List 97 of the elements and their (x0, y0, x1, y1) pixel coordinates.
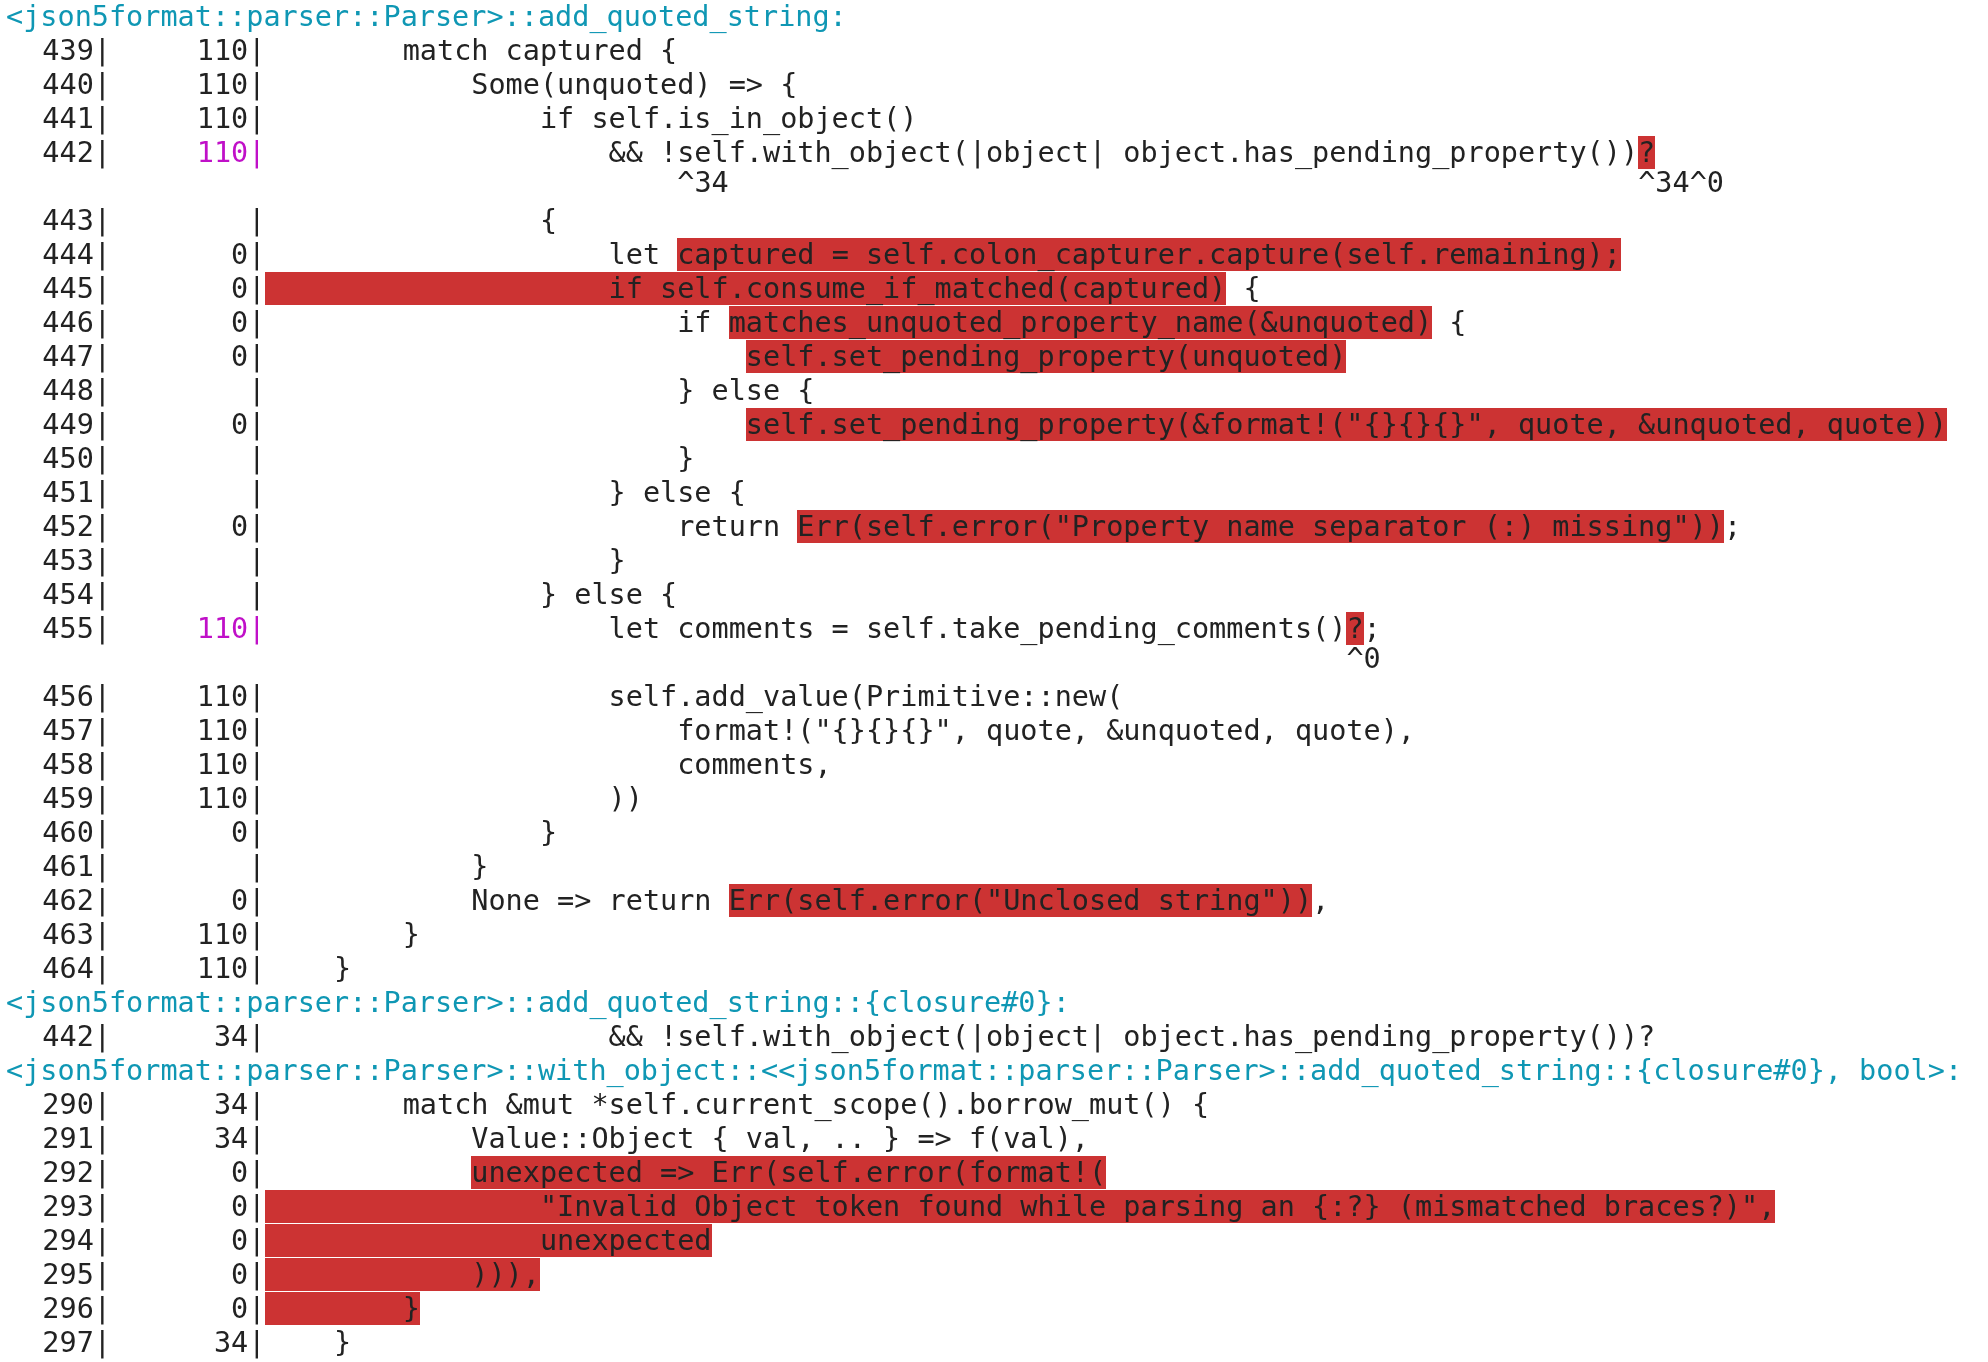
execution-count: 110| (196, 918, 266, 952)
code-line: match &mut *self.current_scope().borrow_mut() { (401, 1088, 1210, 1122)
execution-count: 0| (231, 816, 266, 850)
count-separator: | (248, 204, 266, 238)
code-line: match captured { (401, 34, 678, 68)
execution-count: 110| (196, 102, 266, 136)
count-separator: | (248, 476, 266, 510)
line-number: 441| (42, 102, 111, 136)
line-number: 461| (42, 850, 111, 884)
line-number: 464| (42, 952, 111, 986)
line-number: 293| (42, 1190, 111, 1224)
line-number: 295| (42, 1258, 111, 1292)
execution-count: 0| (231, 510, 266, 544)
code-line: if matches_unquoted_property_name(&unquoted) { (676, 306, 1467, 340)
line-number: 451| (42, 476, 111, 510)
code-line: } (333, 1326, 352, 1360)
line-number: 454| (42, 578, 111, 612)
code-line: format!("{}{}{}", quote, &unquoted, quote), (676, 714, 1415, 748)
line-number: 450| (42, 442, 111, 476)
line-number: 449| (42, 408, 111, 442)
execution-count: 0| (231, 238, 266, 272)
execution-count: 0| (231, 408, 266, 442)
count-separator: | (248, 850, 266, 884)
count-separator: | (248, 544, 266, 578)
line-number: 458| (42, 748, 111, 782)
code-line: self.add_value(Primitive::new( (607, 680, 1124, 714)
line-number: 292| (42, 1156, 111, 1190)
execution-count: 34| (213, 1088, 266, 1122)
code-line: } else { (538, 578, 678, 612)
code-line: Value::Object { val, .. } => f(val), (470, 1122, 1089, 1156)
line-number: 463| (42, 918, 111, 952)
line-number: 459| (42, 782, 111, 816)
execution-count: 34| (213, 1326, 266, 1360)
line-number: 447| (42, 340, 111, 374)
code-line: } else { (607, 476, 746, 510)
execution-count: 110| (196, 782, 266, 816)
execution-count: 0| (231, 1258, 266, 1292)
line-number: 440| (42, 68, 111, 102)
code-line: Some(unquoted) => { (470, 68, 798, 102)
line-number: 452| (42, 510, 111, 544)
function-header: <json5format::parser::Parser>::add_quoted_string::{closure#0}: (6, 986, 1070, 1020)
code-line: { (538, 204, 558, 238)
code-line: let captured = self.colon_capturer.capture(self.remaining); (607, 238, 1621, 272)
line-number: 294| (42, 1224, 111, 1258)
execution-count: 110| (196, 34, 266, 68)
code-line: } (607, 544, 626, 578)
line-number: 442| (42, 1020, 111, 1054)
execution-count: 110| (196, 136, 266, 170)
execution-count: 0| (231, 884, 266, 918)
line-number: 290| (42, 1088, 111, 1122)
line-number: 439| (42, 34, 111, 68)
code-line: } (401, 918, 420, 952)
line-number: 453| (42, 544, 111, 578)
execution-count: 110| (196, 68, 266, 102)
execution-count: 0| (231, 1190, 266, 1224)
code-line: if self.is_in_object() (538, 102, 918, 136)
count-separator: | (248, 442, 266, 476)
execution-count: 34| (213, 1122, 266, 1156)
line-number: 457| (42, 714, 111, 748)
code-line: } (333, 952, 352, 986)
execution-count: 34| (213, 1020, 266, 1054)
code-line: } (538, 816, 558, 850)
line-number: 291| (42, 1122, 111, 1156)
line-number: 462| (42, 884, 111, 918)
code-line: } (676, 442, 695, 476)
line-number: 443| (42, 204, 111, 238)
execution-count: 0| (231, 272, 266, 306)
count-separator: | (248, 374, 266, 408)
execution-count: 0| (231, 1224, 266, 1258)
line-number: 444| (42, 238, 111, 272)
function-header: <json5format::parser::Parser>::with_object::<<json5format::parser::Parser>::add_quoted_string::{closure#0}, bool>: (6, 1054, 1963, 1088)
execution-count: 110| (196, 680, 266, 714)
code-line: } else { (676, 374, 815, 408)
execution-count: 110| (196, 612, 266, 646)
execution-count: 110| (196, 714, 266, 748)
count-separator: | (248, 578, 266, 612)
line-number: 296| (42, 1292, 111, 1326)
code-line: } (470, 850, 489, 884)
code-line: && !self.with_object(|object| object.has_pending_property())? (607, 1020, 1656, 1054)
line-number: 460| (42, 816, 111, 850)
code-line: )) (607, 782, 643, 816)
line-number: 442| (42, 136, 111, 170)
execution-count: 0| (231, 306, 266, 340)
line-number: 297| (42, 1326, 111, 1360)
line-number: 445| (42, 272, 111, 306)
execution-count: 0| (231, 1292, 266, 1326)
function-header: <json5format::parser::Parser>::add_quoted_string: (6, 0, 847, 34)
line-number: 455| (42, 612, 111, 646)
execution-count: 110| (196, 952, 266, 986)
execution-count: 110| (196, 748, 266, 782)
code-line: if self.consume_if_matched(captured) { (265, 272, 1261, 306)
execution-count: 0| (231, 1156, 266, 1190)
line-number: 446| (42, 306, 111, 340)
line-number: 456| (42, 680, 111, 714)
line-number: 448| (42, 374, 111, 408)
code-line: comments, (676, 748, 832, 782)
execution-count: 0| (231, 340, 266, 374)
